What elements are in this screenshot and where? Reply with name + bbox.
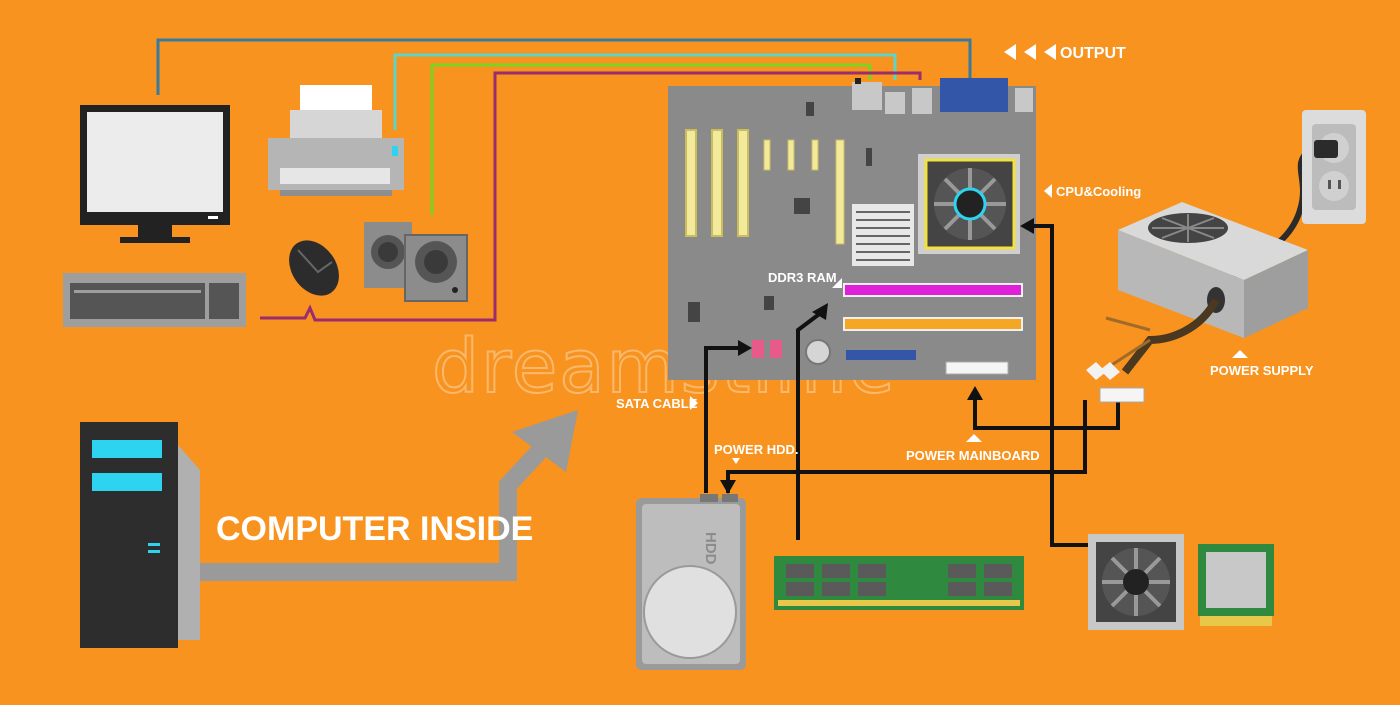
speakers xyxy=(364,222,468,302)
power-mainboard-label-arrow xyxy=(966,434,982,442)
mouse xyxy=(289,240,339,296)
computer-inside-arrow xyxy=(200,410,578,581)
output-arrows xyxy=(1004,44,1056,60)
power-mainboard-line xyxy=(973,396,1120,430)
printer xyxy=(268,85,404,196)
ddr3-ram-label: DDR3 RAM xyxy=(768,270,837,285)
cpu-cooling-label: CPU&Cooling xyxy=(1056,184,1141,199)
power-mainboard-label: POWER MAINBOARD xyxy=(906,448,1040,463)
keyboard xyxy=(63,273,246,327)
sata-cable-line xyxy=(704,346,740,493)
ram-label-arrow xyxy=(832,278,842,288)
ram-line xyxy=(796,310,824,540)
power-hdd-label-arrow xyxy=(732,458,740,464)
cpu-label-arrow xyxy=(1044,184,1052,198)
mouse-cable xyxy=(260,71,922,322)
cpu-line xyxy=(1030,224,1088,547)
connection-arrowheads xyxy=(720,218,1034,494)
power-supply-label: POWER SUPPLY xyxy=(1210,363,1314,378)
peripheral-cables xyxy=(156,38,972,322)
cpu-chip xyxy=(1198,544,1274,626)
sata-label-arrow xyxy=(690,396,698,410)
computer-inside-label: COMPUTER INSIDE xyxy=(216,510,533,548)
output-label: OUTPUT xyxy=(1060,45,1126,62)
power-hdd-label: POWER HDD. xyxy=(714,442,799,457)
printer-cable xyxy=(393,53,897,130)
monitor-cable xyxy=(156,38,972,95)
vga-port xyxy=(940,78,1008,112)
computer-tower xyxy=(80,422,200,648)
sata-cable-label: SATA CABLE xyxy=(616,396,698,411)
ram-slot-2 xyxy=(843,317,1023,331)
wall-outlet xyxy=(1302,110,1366,224)
ram-module xyxy=(774,556,1024,610)
psu-label-arrow xyxy=(1232,350,1248,358)
power-supply xyxy=(1086,145,1319,403)
ram-slot-1 xyxy=(843,283,1023,297)
hdd-label: HDD xyxy=(702,532,719,565)
cpu-cooler xyxy=(1088,534,1184,630)
motherboard xyxy=(668,78,1036,380)
cpu-cooler-onboard xyxy=(918,154,1020,254)
hard-drive: HDD xyxy=(636,494,746,670)
monitor xyxy=(80,105,230,243)
